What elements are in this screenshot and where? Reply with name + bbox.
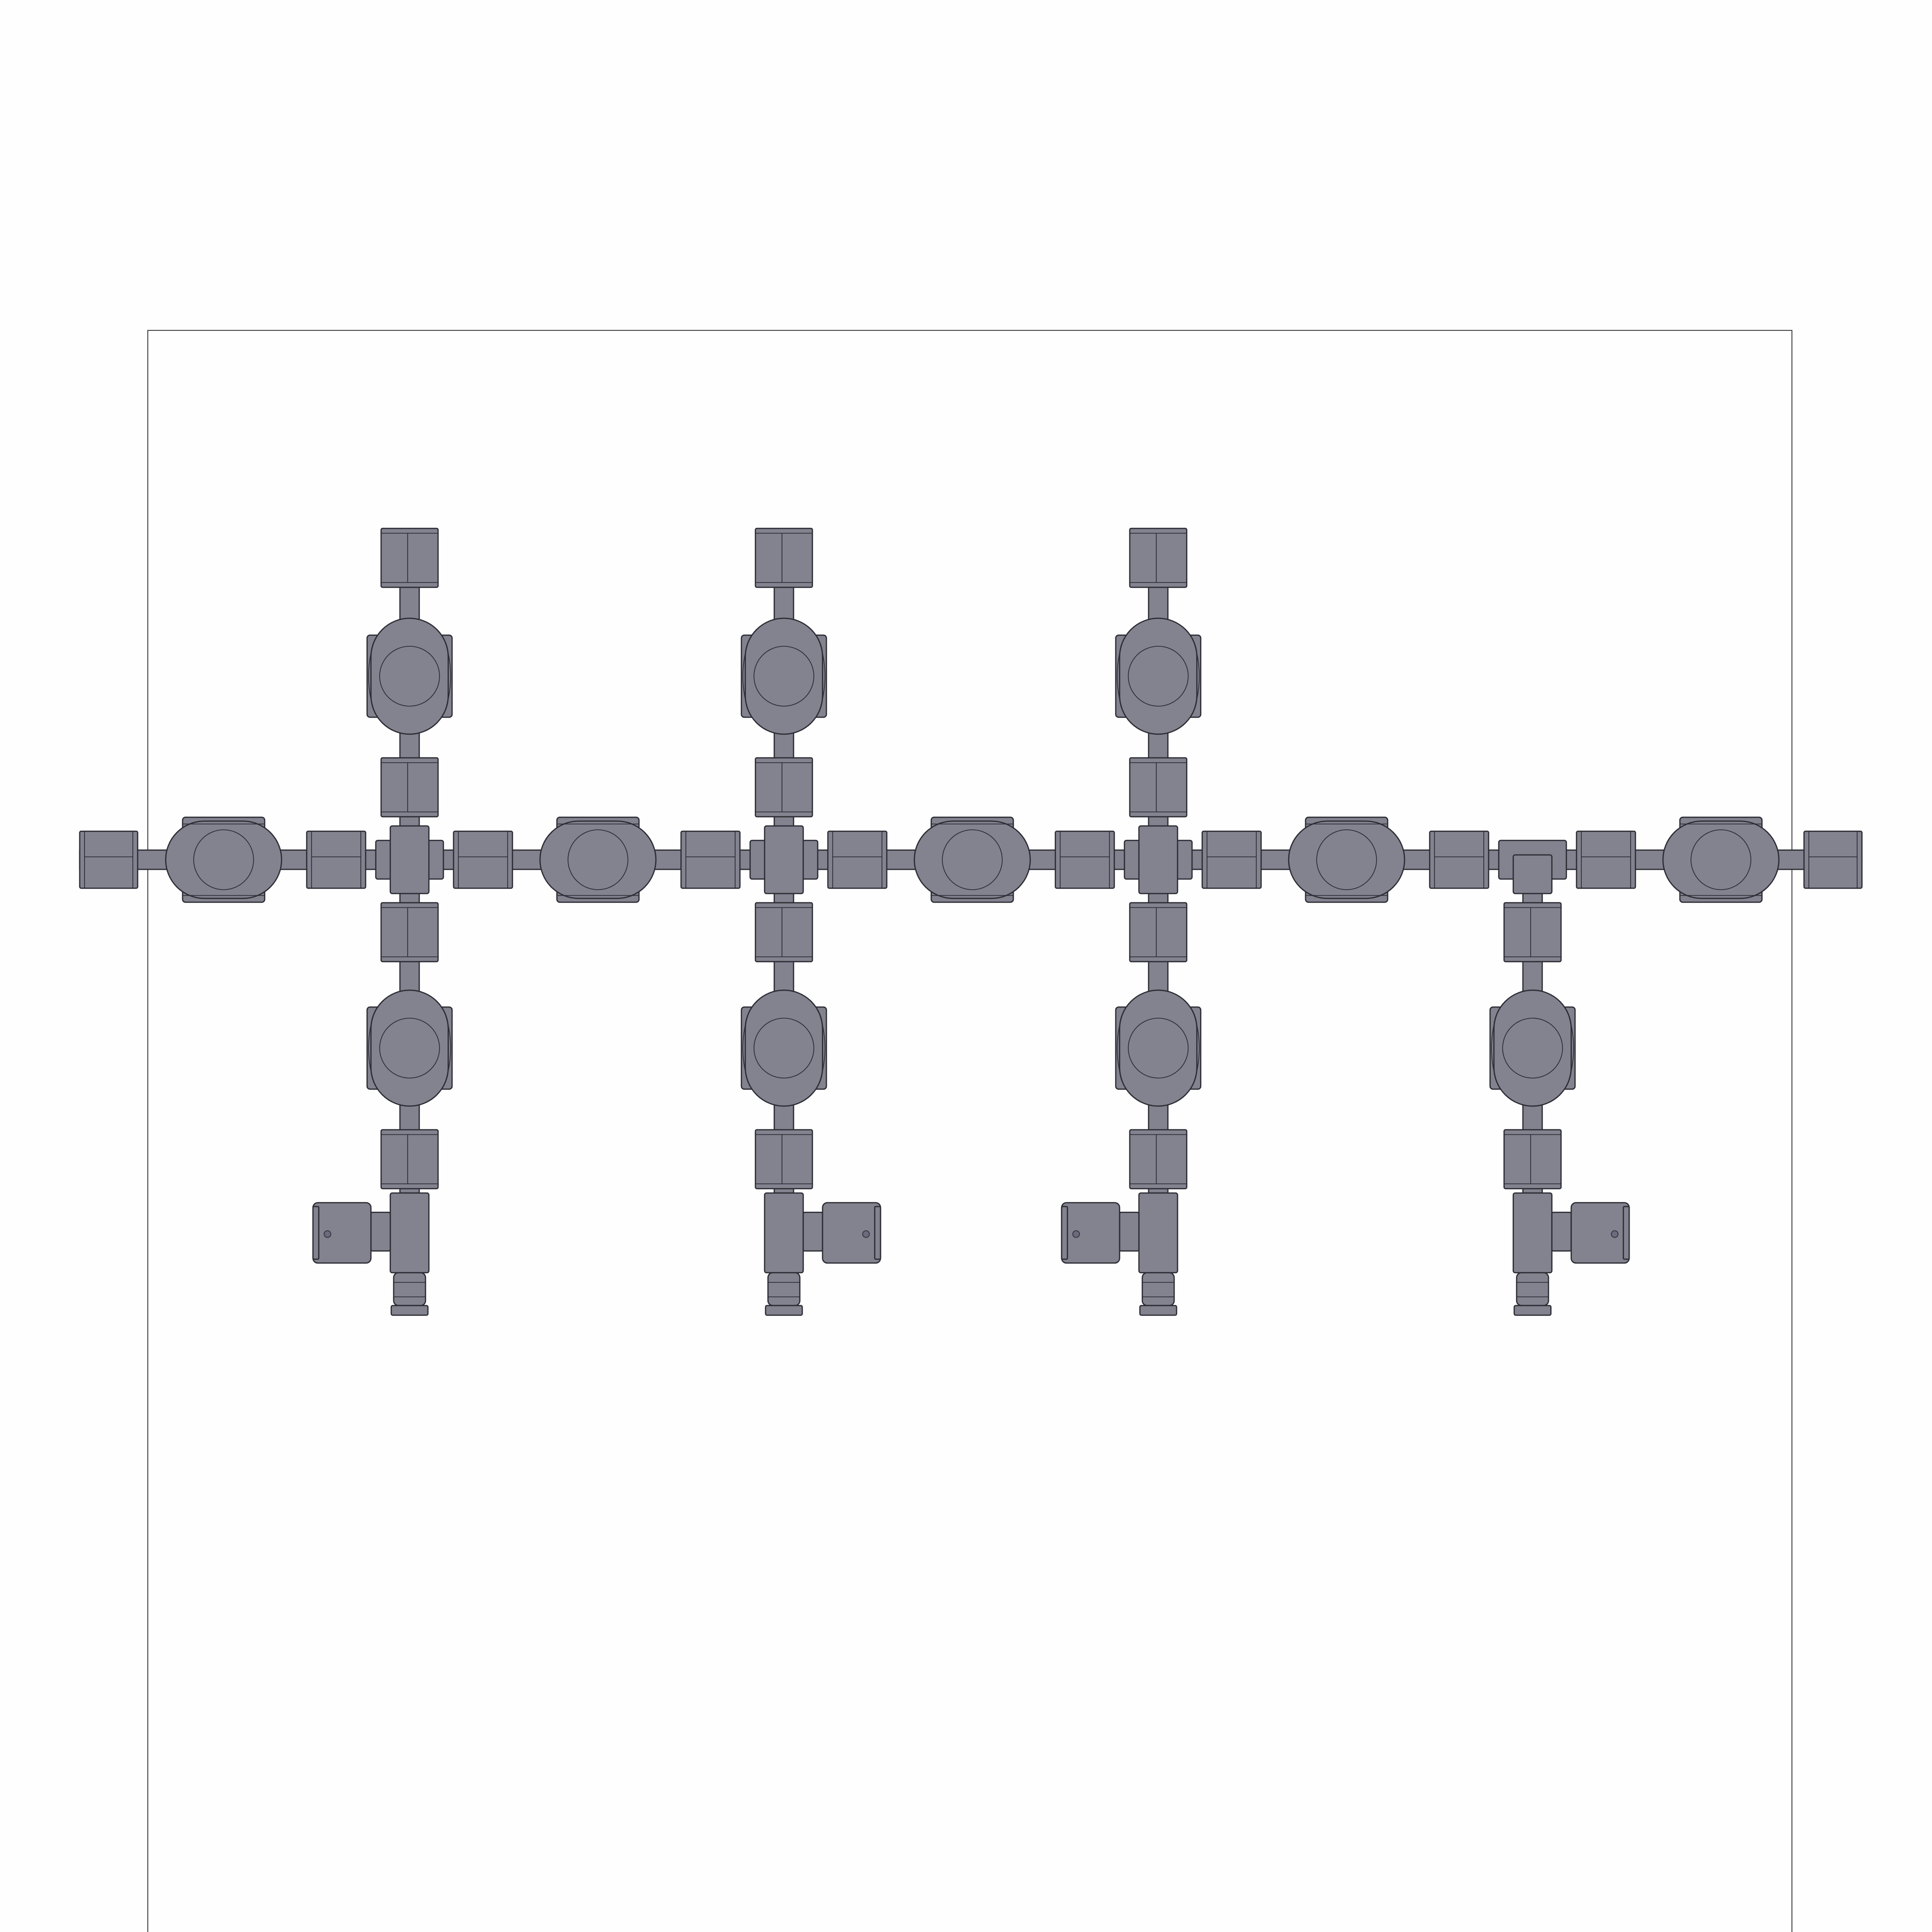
fitting-side-nut: [1429, 830, 1490, 889]
fitting-side-nut: [680, 830, 741, 889]
fitting-side-nut: [1054, 830, 1115, 889]
inline-ball-valve: [539, 816, 657, 903]
elbow-outlet-fitting: [764, 1192, 881, 1316]
branch-ball-valve: [366, 617, 453, 735]
branch-ball-valve: [740, 617, 827, 735]
inline-ball-valve: [1288, 816, 1406, 903]
branch-upper-nut: [380, 757, 439, 818]
branch-top-nut: [1129, 527, 1188, 588]
branch-ball-valve: [1489, 989, 1576, 1107]
branch-lower-nut: [380, 902, 439, 963]
branch-bottom-nut: [1503, 1129, 1562, 1190]
fitting-side-nut: [453, 830, 513, 889]
outlet-hex-nut: [1061, 1202, 1121, 1264]
elbow-outlet-fitting: [312, 1192, 430, 1316]
branch-assemblies: [306, 527, 1636, 1316]
outlet-hex-nut: [1570, 1202, 1630, 1264]
branch-ball-valve: [1115, 617, 1202, 735]
branch-top-nut: [380, 527, 439, 588]
elbow-outlet-fitting: [1512, 1192, 1630, 1316]
inline-ball-valve: [913, 816, 1031, 903]
fitting-side-nut: [1201, 830, 1262, 889]
branch-top-nut: [754, 527, 813, 588]
branch-bottom-nut: [380, 1129, 439, 1190]
header-end-nut: [79, 830, 139, 889]
branch-3: [1054, 527, 1262, 1316]
branch-bottom-nut: [754, 1129, 813, 1190]
elbow-outlet-fitting: [1061, 1192, 1179, 1316]
branch-lower-nut: [1503, 902, 1562, 963]
branch-upper-nut: [1129, 757, 1188, 818]
cross-fitting: [375, 825, 444, 895]
outlet-hex-nut: [312, 1202, 372, 1264]
cross-fitting: [1123, 825, 1193, 895]
branch-1: [306, 527, 513, 1316]
inline-ball-valve: [165, 816, 283, 903]
header-end-nut: [1803, 830, 1863, 889]
manifold-header: [79, 816, 1863, 903]
inline-ball-valve: [1662, 816, 1780, 903]
branch-ball-valve: [1115, 989, 1202, 1107]
branch-upper-nut: [754, 757, 813, 818]
fitting-side-nut: [306, 830, 367, 889]
fitting-side-nut: [1576, 830, 1636, 889]
branch-4: [1429, 830, 1636, 1316]
branch-lower-nut: [754, 902, 813, 963]
drawing-frame: [147, 330, 1792, 1932]
branch-ball-valve: [366, 989, 453, 1107]
branch-lower-nut: [1129, 902, 1188, 963]
tee-fitting: [1498, 839, 1567, 895]
branch-bottom-nut: [1129, 1129, 1188, 1190]
branch-2: [680, 527, 888, 1316]
branch-ball-valve: [740, 989, 827, 1107]
fitting-side-nut: [827, 830, 888, 889]
outlet-hex-nut: [822, 1202, 881, 1264]
cross-fitting: [749, 825, 819, 895]
